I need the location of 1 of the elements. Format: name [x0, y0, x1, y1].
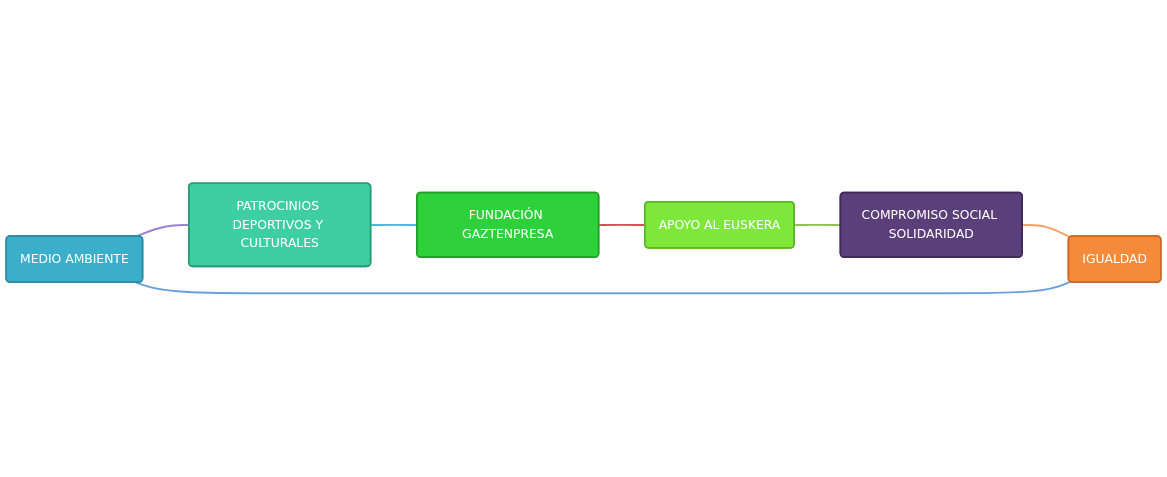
connector	[135, 280, 1072, 295]
